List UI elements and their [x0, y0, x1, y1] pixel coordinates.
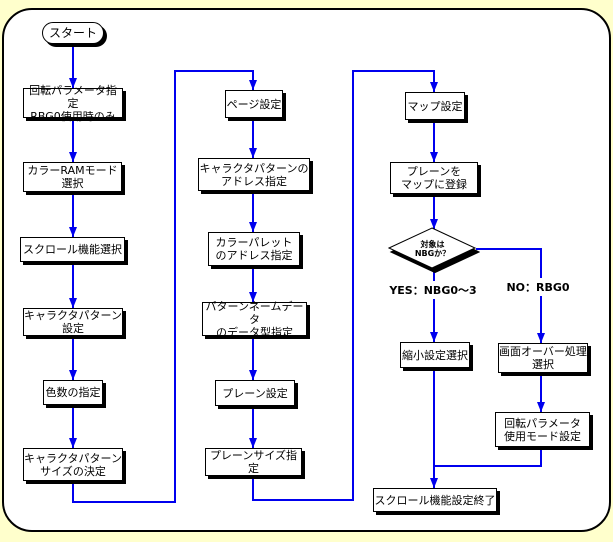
label-yes-branch: YES：NBG0～3 [387, 281, 479, 299]
connector-line [352, 70, 434, 72]
connector-line [433, 368, 435, 488]
arrowhead-down-icon [249, 438, 257, 448]
arrowhead-down-icon [69, 78, 77, 88]
decision-nbg-diamond: 対象は NBGか？ [387, 227, 481, 274]
flow-node-page-set: ページ設定 [225, 90, 283, 118]
flow-node-rotation-param-mode: 回転パラメータ 使用モード設定 [495, 412, 590, 447]
arrowhead-down-icon [430, 332, 438, 342]
connector-line [72, 262, 74, 308]
flow-node-color-palette-address: カラーパレット のアドレス指定 [208, 232, 300, 266]
arrowhead-down-icon [69, 438, 77, 448]
connector-line [540, 373, 542, 412]
arrowhead-down-icon [537, 402, 545, 412]
arrowhead-down-icon [430, 82, 438, 92]
flow-node-map-set: マップ設定 [405, 92, 465, 120]
flow-node-plane-set: プレーン設定 [215, 380, 295, 406]
arrowhead-down-icon [249, 80, 257, 90]
flow-node-scroll-setting-end: スクロール機能設定終了 [373, 488, 497, 512]
connector-line [540, 447, 542, 467]
flow-node-color-count: 色数の指定 [43, 380, 103, 405]
connector-line [252, 336, 254, 380]
connector-line [433, 271, 435, 342]
label-no-branch: NO：RBG0 [504, 278, 572, 296]
flow-node-start: スタート [42, 22, 104, 44]
flow-node-color-ram-mode: カラーRAMモード 選択 [23, 162, 122, 192]
connector-line [72, 118, 74, 162]
connector-line [433, 70, 435, 92]
arrowhead-down-icon [69, 152, 77, 162]
flow-node-pattern-name-data-type: パターンネームデータ のデータ型指定 [202, 300, 307, 339]
connector-line [72, 405, 74, 448]
flow-node-plane-map-register: プレーンを マップに登録 [390, 162, 478, 194]
flow-node-scroll-function-select: スクロール機能選択 [20, 237, 125, 262]
connector-line [72, 44, 74, 88]
arrowhead-down-icon [69, 370, 77, 380]
flow-node-plane-size: プレーンサイズ指定 [205, 448, 302, 476]
connector-line [252, 191, 254, 232]
arrowhead-down-icon [249, 222, 257, 232]
arrowhead-down-icon [430, 219, 438, 229]
arrowhead-down-icon [430, 152, 438, 162]
connector-line [252, 406, 254, 448]
flow-node-char-pattern-size: キャラクタパターン サイズの決定 [23, 448, 123, 481]
arrowhead-down-icon [249, 370, 257, 380]
connector-line [252, 118, 254, 158]
connector-line [72, 482, 74, 503]
connector-line [352, 70, 354, 501]
connector-line [72, 335, 74, 380]
arrowhead-down-icon [249, 148, 257, 158]
arrowhead-down-icon [430, 478, 438, 488]
connector-line [174, 70, 254, 72]
flow-node-shrink-setting-select: 縮小設定選択 [400, 342, 470, 368]
connector-line [434, 465, 542, 467]
arrowhead-down-icon [249, 292, 257, 302]
arrowhead-down-icon [537, 333, 545, 343]
connector-line [174, 70, 176, 503]
connector-line [433, 120, 435, 162]
diamond-shape-icon [387, 227, 481, 274]
flow-node-screen-over-process: 画面オーバー処理 選択 [498, 343, 588, 373]
connector-line [252, 266, 254, 302]
connector-line [72, 501, 176, 503]
flow-node-char-pattern-address: キャラクタパターンの アドレス指定 [198, 158, 310, 191]
connector-line [433, 194, 435, 229]
connector-line [72, 192, 74, 237]
flow-node-char-pattern-set: キャラクタパターン 設定 [23, 308, 123, 336]
connector-line [252, 476, 254, 501]
flow-node-rotation-param: 回転パラメータ指定 RBG0使用時のみ [23, 84, 123, 123]
arrowhead-down-icon [69, 298, 77, 308]
arrowhead-down-icon [69, 227, 77, 237]
connector-line [252, 499, 354, 501]
decision-label: 対象は NBGか？ [414, 239, 451, 258]
connector-line [476, 248, 542, 250]
